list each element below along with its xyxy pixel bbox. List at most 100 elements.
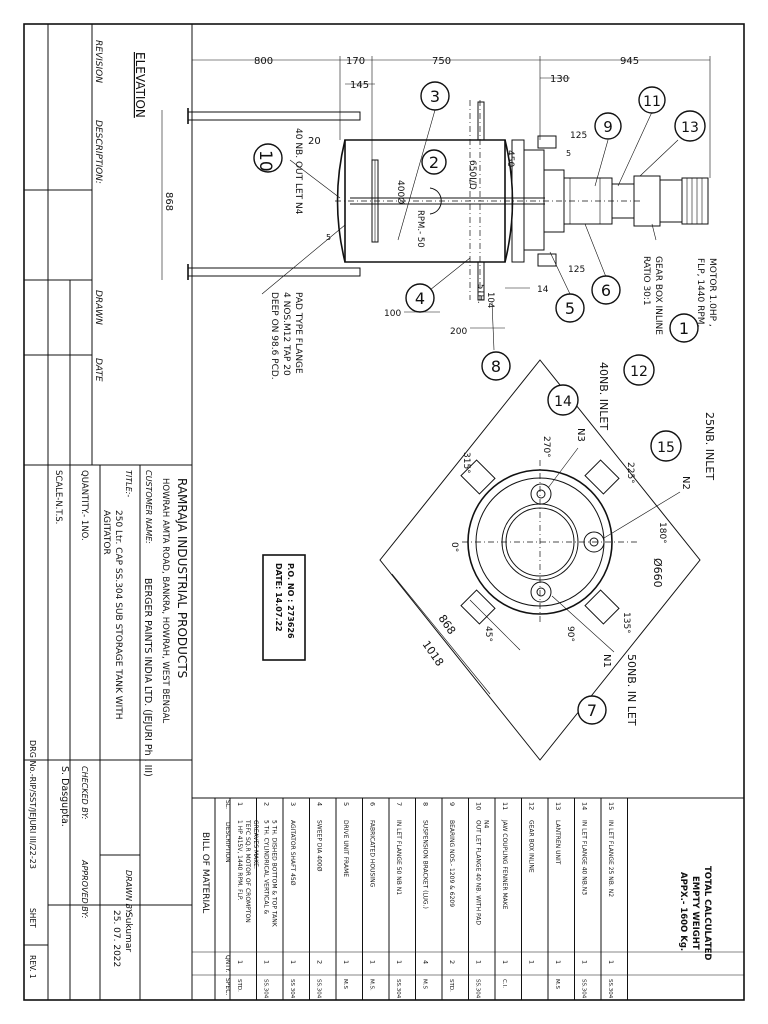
dim-130: 130 — [550, 74, 569, 85]
po-number: P.O. NO : 273626 — [286, 563, 295, 639]
svg-text:7: 7 — [587, 701, 597, 720]
dim-125-bottom: 125 — [568, 265, 585, 275]
sheet-label: SHET — [28, 908, 37, 928]
angle-0: 0° — [449, 542, 459, 552]
svg-text:10: 10 — [255, 150, 275, 172]
bom-description: 5 TH. DISHED BOTTOM & TOP TANK — [271, 820, 278, 928]
bom-description: GEAR BOX INLINE — [528, 820, 535, 873]
lug-1 — [460, 459, 496, 495]
angle-270: 270° — [541, 436, 551, 458]
dim-14: 14 — [537, 285, 549, 295]
dim-125-top: 125 — [570, 131, 587, 141]
customer-name: BERGER PAINTS INDIA LTD. (JEJURI Ph . II… — [142, 578, 153, 777]
scale: SCALE-N.T.S. — [53, 470, 63, 524]
bom-col-qty: QNTY. — [224, 955, 231, 972]
bom-description: IN LET FLANGE 40 NB.N3 — [581, 820, 588, 895]
gearbox-note-2: RATIO 30:1 — [641, 256, 651, 306]
bom-sl: 11 — [501, 802, 509, 810]
balloon-3: 3 — [420, 81, 450, 111]
dim-800: 800 — [254, 56, 273, 67]
svg-text:15: 15 — [657, 440, 675, 456]
bom-sl: 1 — [236, 802, 244, 806]
bom-description: IN LET FLANGE 25 NB. N2 — [607, 820, 614, 897]
bom-description: SWEEP DIA 400Ø — [316, 820, 323, 872]
bom-qty: 1 — [263, 960, 271, 964]
bom-spec: STD. — [236, 979, 242, 992]
drawn-label: DRAWN — [93, 290, 103, 325]
elevation-label: ELEVATION — [133, 52, 147, 118]
angle-180: 180° — [657, 522, 667, 544]
bom-description: TEFC SQ.R MOTOR OF CROMPTON — [244, 819, 251, 923]
bom-sl: 13 — [554, 802, 562, 810]
bom-sl: 14 — [581, 802, 589, 810]
bom-qty: 1 — [342, 960, 350, 964]
dim-100: 100 — [384, 309, 401, 319]
angle-225: 225° — [625, 462, 635, 484]
dim-750: 750 — [432, 56, 451, 67]
bom-sl: 9 — [448, 802, 456, 806]
dim-5-bottom: 5 — [326, 233, 331, 242]
svg-text:2: 2 — [429, 153, 439, 172]
bom-spec: STD. — [448, 979, 454, 992]
pad-note-3: DEEP ON 98.6 PCD. — [269, 292, 279, 380]
bom-qty: 1 — [554, 960, 562, 964]
nozzle-n2 — [583, 531, 605, 553]
svg-text:4: 4 — [415, 289, 425, 308]
elevation-view: ELEVATION — [133, 52, 717, 380]
bom-col-sl: SL. — [224, 800, 231, 809]
balloon-15: 15 — [650, 430, 682, 462]
dim-200: 200 — [450, 327, 467, 337]
bom-spec: M.S — [554, 979, 560, 989]
bom-description: BEARING NOS.- 1209 & 6209 — [448, 820, 455, 907]
date-label: DATE — [93, 358, 103, 382]
angle-315: 315° — [461, 452, 471, 474]
bom-qty: 1 — [501, 960, 509, 964]
balloon-8: 8 — [481, 351, 511, 381]
bom-sl: 8 — [422, 802, 430, 806]
balloon-2: 2 — [421, 149, 447, 175]
bom-sl: 7 — [395, 802, 403, 806]
bom-row: 25 TH. CYLINDRICAL VERTICAL &5 TH. DISHE… — [263, 802, 278, 999]
lug-2 — [584, 459, 620, 495]
revision-label: REVISION — [93, 40, 103, 83]
n3-note-1: 40NB. INLET — [597, 362, 610, 430]
dim-450: 450 — [505, 150, 515, 167]
bom-sl: 10 — [475, 802, 483, 810]
drawn-by: Sukumar — [123, 912, 133, 952]
outlet-n4-note: 40 NB. OUT LET N4 — [293, 128, 303, 215]
pad-note-1: PAD TYPE FLANGE — [293, 292, 303, 374]
svg-text:1: 1 — [679, 319, 689, 338]
weight-line1: TOTAL CALCULATED — [702, 866, 712, 960]
weight-line2: EMPTY WEIGHT — [690, 876, 700, 950]
bom-spec: SS 304 — [289, 979, 295, 999]
dim-20: 20 — [308, 136, 321, 147]
angle-135: 135° — [621, 612, 631, 634]
title-line1: 250 Ltr. CAP SS.304 SUB STORAGE TANK WIT… — [113, 510, 123, 720]
bom-sl: 5 — [342, 802, 350, 806]
bom-qty: 2 — [448, 960, 456, 964]
svg-text:13: 13 — [681, 120, 699, 136]
bom-sl: 2 — [263, 802, 271, 806]
company-address: HOWRAH AMTA ROAD, BANKRA, HOWRAH, WEST B… — [160, 478, 170, 723]
bom-row: 11 HP 415V, 1440 RPM. FLP.TEFC SQ.R MOTO… — [236, 802, 259, 992]
svg-text:14: 14 — [554, 394, 572, 410]
svg-text:5: 5 — [565, 299, 575, 318]
bom-description: GREAVES MAKE. — [252, 820, 259, 869]
balloon-1: 1 — [669, 313, 699, 343]
bom-spec: C.I. — [501, 979, 507, 988]
checked-by-label: CHECKED BY: — [80, 766, 89, 820]
pad-note-2: 4 NOS.M12 TAP 20 — [281, 292, 291, 376]
dim-5-top: 5 — [566, 149, 571, 158]
svg-text:8: 8 — [491, 357, 501, 376]
revision-block: REVISION DESCRIPTION: DRAWN DATE — [24, 24, 193, 466]
svg-text:9: 9 — [603, 118, 613, 136]
